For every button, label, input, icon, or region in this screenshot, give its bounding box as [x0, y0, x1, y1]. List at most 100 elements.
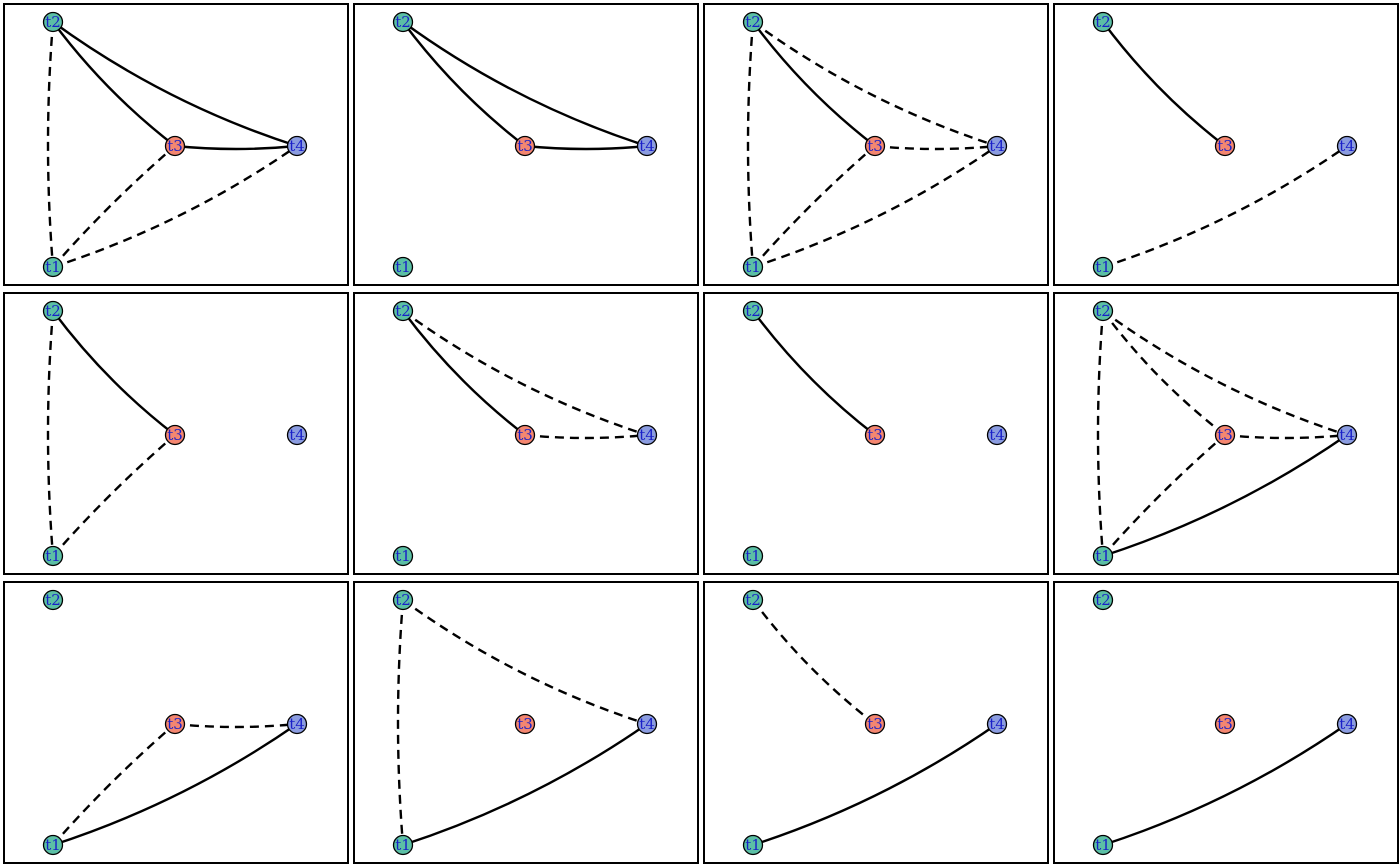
- graph-edge-t2-t3: [1102, 21, 1226, 147]
- graph-node-t4: t4: [636, 135, 658, 157]
- graph-node-t4: t4: [986, 135, 1008, 157]
- node-circle: [864, 713, 886, 735]
- graph-node-t3: t3: [1214, 135, 1236, 157]
- graph-node-t2: t2: [742, 589, 764, 611]
- node-label: t1: [1095, 547, 1111, 565]
- node-label: t2: [1095, 591, 1111, 609]
- node-circle: [392, 589, 414, 611]
- graph-canvas: t1 t2 t3 t4: [42, 11, 308, 278]
- graph-edge-t2-t4: [1102, 310, 1348, 437]
- graph-panel: t1 t2 t3 t4: [703, 292, 1049, 575]
- graph-edge-t2-t3: [1102, 310, 1226, 436]
- node-circle: [42, 545, 64, 567]
- graph-edge-t1-t3: [52, 723, 176, 846]
- node-circle: [742, 589, 764, 611]
- graph-node-t3: t3: [864, 713, 886, 735]
- graph-edge-t1-t4: [52, 723, 298, 847]
- graph-panel: t1 t2 t3 t4: [3, 3, 349, 286]
- graph-node-t2: t2: [1092, 589, 1114, 611]
- node-label: t4: [289, 426, 305, 444]
- graph-node-t4: t4: [1336, 713, 1358, 735]
- node-circle: [1214, 424, 1236, 446]
- node-label: t4: [639, 137, 655, 155]
- node-label: t1: [745, 836, 761, 854]
- graph-node-t3: t3: [164, 424, 186, 446]
- node-label: t2: [45, 302, 61, 320]
- node-circle: [1092, 834, 1114, 856]
- node-circle: [42, 834, 64, 856]
- graph-edge-t2-t1: [46, 21, 55, 268]
- node-circle: [1092, 11, 1114, 33]
- graph-node-t1: t1: [42, 834, 64, 856]
- node-label: t1: [45, 258, 61, 276]
- graph-panel: t1 t2 t3 t4: [353, 3, 699, 286]
- node-label: t2: [395, 591, 411, 609]
- graph-edge-t1-t4: [402, 723, 648, 847]
- node-circle: [742, 11, 764, 33]
- node-label: t4: [989, 426, 1005, 444]
- node-label: t4: [289, 137, 305, 155]
- graph-node-t1: t1: [42, 545, 64, 567]
- graph-node-t3: t3: [514, 135, 536, 157]
- graph-node-t1: t1: [392, 256, 414, 278]
- node-label: t1: [45, 836, 61, 854]
- node-label: t3: [867, 426, 883, 444]
- graph-node-t3: t3: [1214, 424, 1236, 446]
- node-label: t3: [167, 715, 183, 733]
- node-circle: [164, 424, 186, 446]
- node-circle: [986, 135, 1008, 157]
- node-label: t1: [45, 547, 61, 565]
- graph-edge-t1-t3: [1102, 434, 1226, 557]
- node-label: t2: [45, 13, 61, 31]
- graph-node-t3: t3: [164, 135, 186, 157]
- graph-node-t3: t3: [864, 135, 886, 157]
- graph-node-t4: t4: [1336, 424, 1358, 446]
- graph-edge-t1-t4: [1102, 434, 1348, 558]
- graph-canvas: t1 t2 t3 t4: [742, 300, 1008, 567]
- graph-node-t1: t1: [742, 545, 764, 567]
- graph-node-t3: t3: [164, 713, 186, 735]
- graph-edge-t1-t4: [752, 723, 998, 847]
- node-label: t3: [517, 137, 533, 155]
- node-circle: [864, 424, 886, 446]
- graph-edge-t1-t3: [752, 145, 876, 268]
- graph-edge-t1-t3: [52, 434, 176, 557]
- graph-node-t4: t4: [986, 424, 1008, 446]
- node-circle: [392, 834, 414, 856]
- graph-edge-t2-t3: [402, 21, 526, 147]
- node-label: t4: [639, 426, 655, 444]
- node-circle: [742, 545, 764, 567]
- node-label: t2: [745, 302, 761, 320]
- graph-edge-t3-t4: [524, 433, 648, 440]
- graph-edge-t2-t3: [402, 310, 526, 436]
- node-circle: [164, 713, 186, 735]
- node-label: t2: [395, 13, 411, 31]
- node-circle: [1214, 713, 1236, 735]
- node-circle: [392, 256, 414, 278]
- node-label: t3: [1217, 426, 1233, 444]
- graph-canvas: t1 t2 t3 t4: [392, 11, 658, 278]
- graph-edge-t2-t4: [402, 599, 648, 726]
- node-circle: [742, 834, 764, 856]
- graph-panel: t1 t2 t3 t4: [3, 292, 349, 575]
- graph-edge-t3-t4: [524, 144, 648, 151]
- node-circle: [986, 713, 1008, 735]
- graph-node-t4: t4: [286, 424, 308, 446]
- node-circle: [164, 135, 186, 157]
- node-label: t1: [1095, 258, 1111, 276]
- node-circle: [986, 424, 1008, 446]
- node-label: t4: [639, 715, 655, 733]
- graph-edge-t2-t4: [52, 21, 298, 148]
- graph-edge-t3-t4: [1224, 433, 1348, 440]
- graph-node-t2: t2: [42, 589, 64, 611]
